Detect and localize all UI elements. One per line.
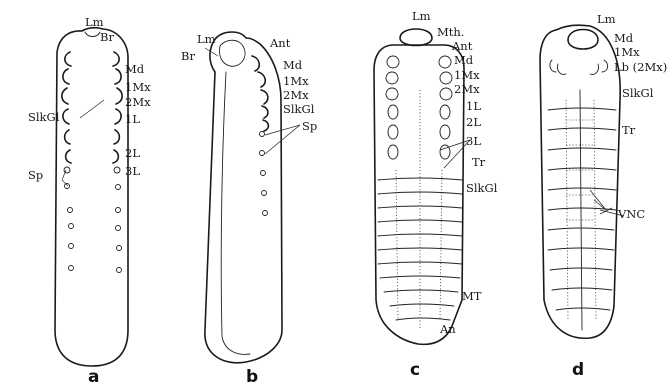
label-c-Ant: Ant <box>451 39 473 53</box>
panel-letter-b: b <box>246 367 258 385</box>
label-a-Sp: Sp <box>28 168 43 182</box>
leg-bud <box>388 145 398 159</box>
label-c-2L: 2L <box>466 115 481 129</box>
spiracle <box>263 211 268 216</box>
label-a-2L: 2L <box>125 146 140 160</box>
label-c-SlkGl: SlkGl <box>466 181 498 195</box>
spiracle <box>116 185 121 190</box>
label-b-2Mx: 2Mx <box>283 88 309 102</box>
label-a-1L: 1L <box>125 112 140 126</box>
head-d <box>568 30 598 50</box>
leg-bud <box>440 105 450 119</box>
label-b-Sp: Sp <box>302 119 317 133</box>
spiracle <box>116 208 121 213</box>
spiracle <box>117 246 122 251</box>
label-b-SlkGl: SlkGl <box>283 102 315 116</box>
head-lobe-b <box>219 40 245 66</box>
embryo-a-outline <box>55 28 128 366</box>
label-c-1Mx: 1Mx <box>454 68 480 82</box>
inner-fold-b <box>221 72 250 354</box>
appendage-bud <box>386 72 398 84</box>
appendage-bud <box>439 56 451 68</box>
spiracle <box>68 208 73 213</box>
spiracles-a <box>64 167 122 273</box>
label-a-Lm: Lm <box>85 15 104 29</box>
spiracles-b <box>260 132 268 216</box>
labrum-a <box>85 32 100 37</box>
label-a-1Mx: 1Mx <box>125 80 151 94</box>
appendage-arcs-left-a <box>62 52 71 163</box>
spiracle <box>261 171 266 176</box>
label-c-3L: 3L <box>466 134 481 148</box>
spiracle <box>65 184 70 189</box>
spiracle <box>69 266 74 271</box>
label-b-Br: Br <box>181 49 195 63</box>
label-c-An: An <box>439 322 456 336</box>
label-c-Lm: Lm <box>412 9 431 23</box>
spiracle <box>69 224 74 229</box>
larva-d-outline <box>540 25 620 338</box>
panel-b: Lm Ant Br Md 1Mx 2Mx SlkGl Sp b <box>181 32 317 385</box>
label-b-Md: Md <box>283 58 303 72</box>
label-a-SlkGl: SlkGl <box>28 110 60 124</box>
label-c-Tr: Tr <box>472 155 486 169</box>
label-b-Ant: Ant <box>269 36 291 50</box>
spiracle <box>260 132 265 137</box>
label-c-2Mx: 2Mx <box>454 82 480 96</box>
label-d-Tr: Tr <box>622 123 636 137</box>
panel-letter-d: d <box>572 360 584 380</box>
label-c-Mth: Mth. <box>437 25 464 39</box>
spiracle <box>260 151 265 156</box>
appendage-bud <box>440 72 452 84</box>
label-d-SlkGl: SlkGl <box>622 86 654 100</box>
label-d-Md: Md <box>614 31 634 45</box>
label-a-Br: Br <box>100 30 114 44</box>
label-c-MT: MT <box>462 289 482 303</box>
panel-letter-c: c <box>410 360 420 380</box>
label-c-Md: Md <box>454 53 474 67</box>
label-d-VNC: VNC <box>617 207 645 221</box>
spiracle <box>69 244 74 249</box>
label-b-1Mx: 1Mx <box>283 74 309 88</box>
ventral-nerve-cord-d <box>580 90 582 330</box>
leg-bud <box>388 125 398 139</box>
head-c <box>400 29 432 46</box>
label-a-3L: 3L <box>125 164 140 178</box>
leg-bud <box>388 105 398 119</box>
spiracle <box>117 268 122 273</box>
appendage-arcs-right-a <box>113 52 122 163</box>
label-d-Lm: Lm <box>597 12 616 26</box>
appendages-c <box>386 56 452 159</box>
appendage-bud <box>386 88 398 100</box>
panel-a: Lm Br Md 1Mx 2Mx SlkGl 1L Sp 2L 3L a <box>28 15 151 385</box>
panel-c: Lm Mth. Ant Md 1Mx 2Mx 1L 2L 3L Tr SlkGl… <box>374 9 498 380</box>
embryo-b-outline <box>205 32 282 363</box>
tracheae-c <box>396 90 442 330</box>
appendage-bud <box>440 88 452 100</box>
panel-d: Lm Md 1Mx Lb (2Mx) SlkGl Tr VNC d <box>540 12 667 380</box>
mouthparts-d <box>550 60 608 74</box>
appendage-arcs-b <box>252 56 268 131</box>
label-b-Lm: Lm <box>197 32 216 46</box>
label-a-2Mx: 2Mx <box>125 95 151 109</box>
label-d-Lb: Lb (2Mx) <box>614 60 667 74</box>
spiracle <box>262 191 267 196</box>
panel-letter-a: a <box>88 367 99 385</box>
label-a-Md: Md <box>125 62 145 76</box>
label-d-1Mx: 1Mx <box>614 45 640 59</box>
label-c-1L: 1L <box>466 99 481 113</box>
appendage-bud <box>387 56 399 68</box>
spiracle <box>114 167 120 173</box>
leg-bud <box>440 125 450 139</box>
spiracle <box>116 226 121 231</box>
